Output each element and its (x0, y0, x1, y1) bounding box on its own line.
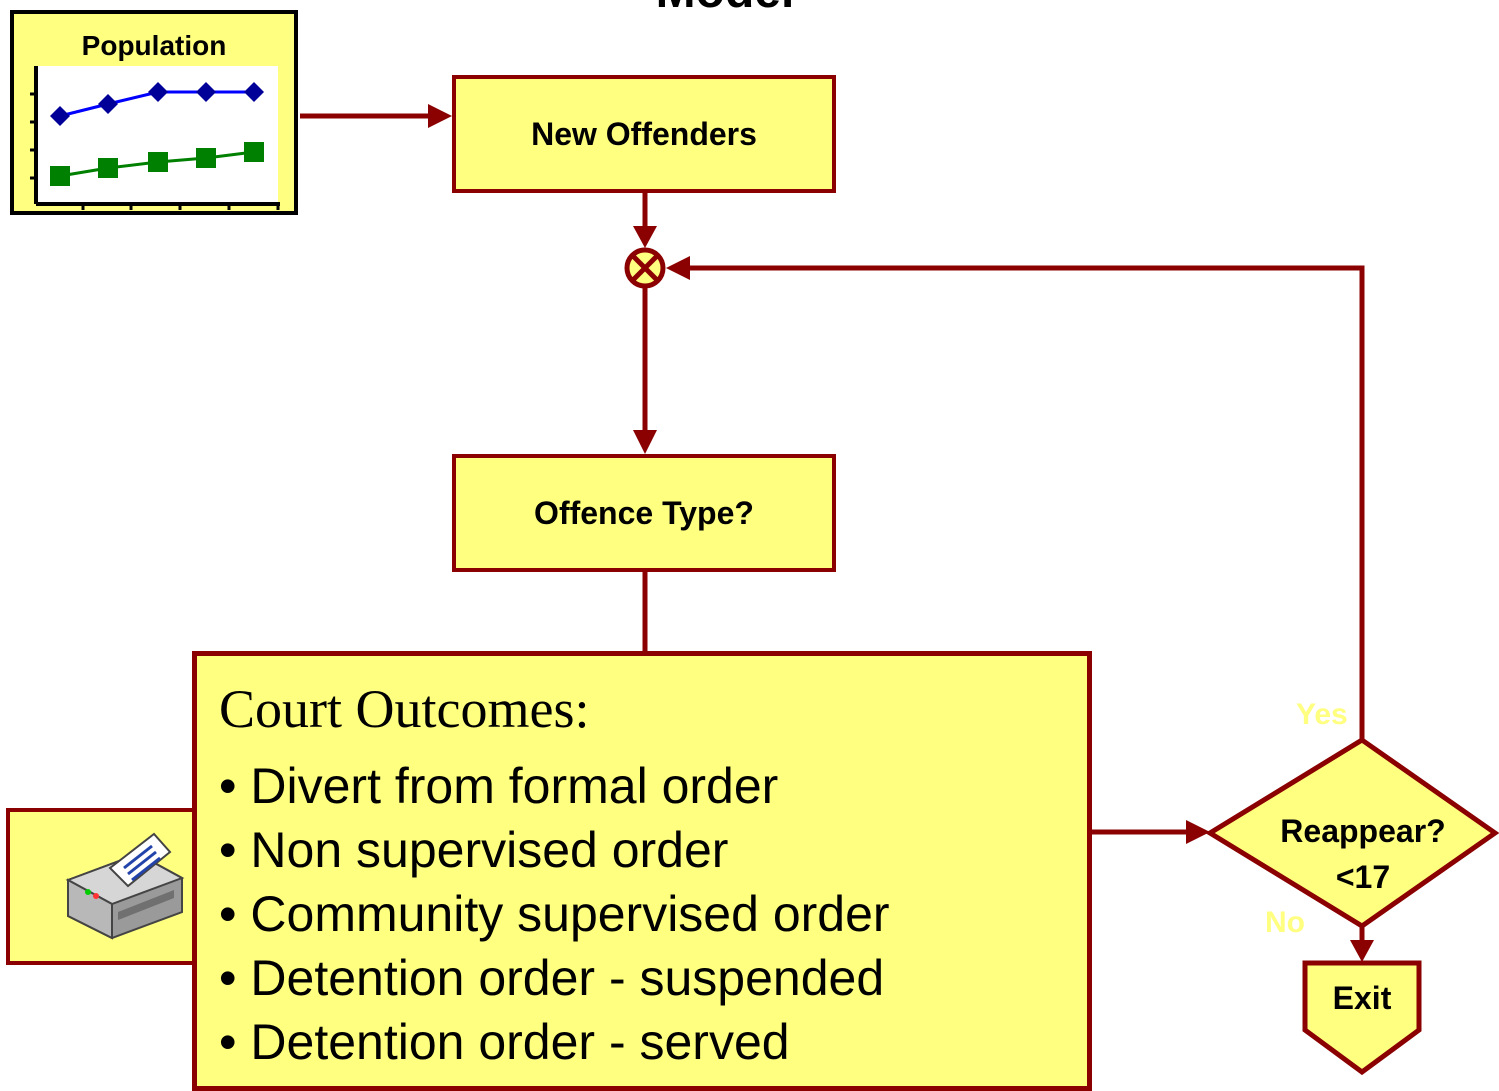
no-branch-label: No (1265, 906, 1305, 939)
population-label: Population (81, 30, 227, 61)
summing-junction-icon (624, 247, 666, 289)
offence-type-box: Offence Type? (452, 454, 836, 572)
page-title: Model (560, 0, 890, 22)
list-item: • Detention order - suspended (219, 950, 885, 1006)
list-item: • Non supervised order (219, 822, 729, 878)
court-outcomes-list: • Divert from formal order • Non supervi… (219, 754, 890, 1074)
offence-type-label: Offence Type? (534, 494, 754, 531)
new-offenders-box: New Offenders (452, 75, 836, 193)
exit-terminator (1302, 960, 1422, 1075)
printer-icon (65, 832, 185, 940)
yes-branch-label: Yes (1296, 698, 1348, 731)
decision-line-1: Reappear? (1280, 813, 1446, 849)
reappear-decision-label: Reappear? <17 (1245, 808, 1481, 900)
arrow-yes-loop (686, 265, 1365, 740)
population-chart-icon (30, 66, 280, 210)
population-chart-box: Population (10, 10, 298, 215)
list-item: • Community supervised order (219, 886, 890, 942)
exit-label: Exit (1332, 980, 1392, 1016)
court-outcomes-heading: Court Outcomes: (219, 679, 590, 739)
reappear-decision-diamond (1205, 737, 1499, 929)
decision-line-2: <17 (1335, 859, 1391, 895)
printer-box (6, 808, 202, 965)
new-offenders-label: New Offenders (531, 115, 757, 152)
list-item: • Divert from formal order (219, 758, 779, 814)
court-outcomes-box: Court Outcomes: • Divert from formal ord… (192, 651, 1092, 1091)
list-item: • Detention order - served (219, 1014, 790, 1070)
